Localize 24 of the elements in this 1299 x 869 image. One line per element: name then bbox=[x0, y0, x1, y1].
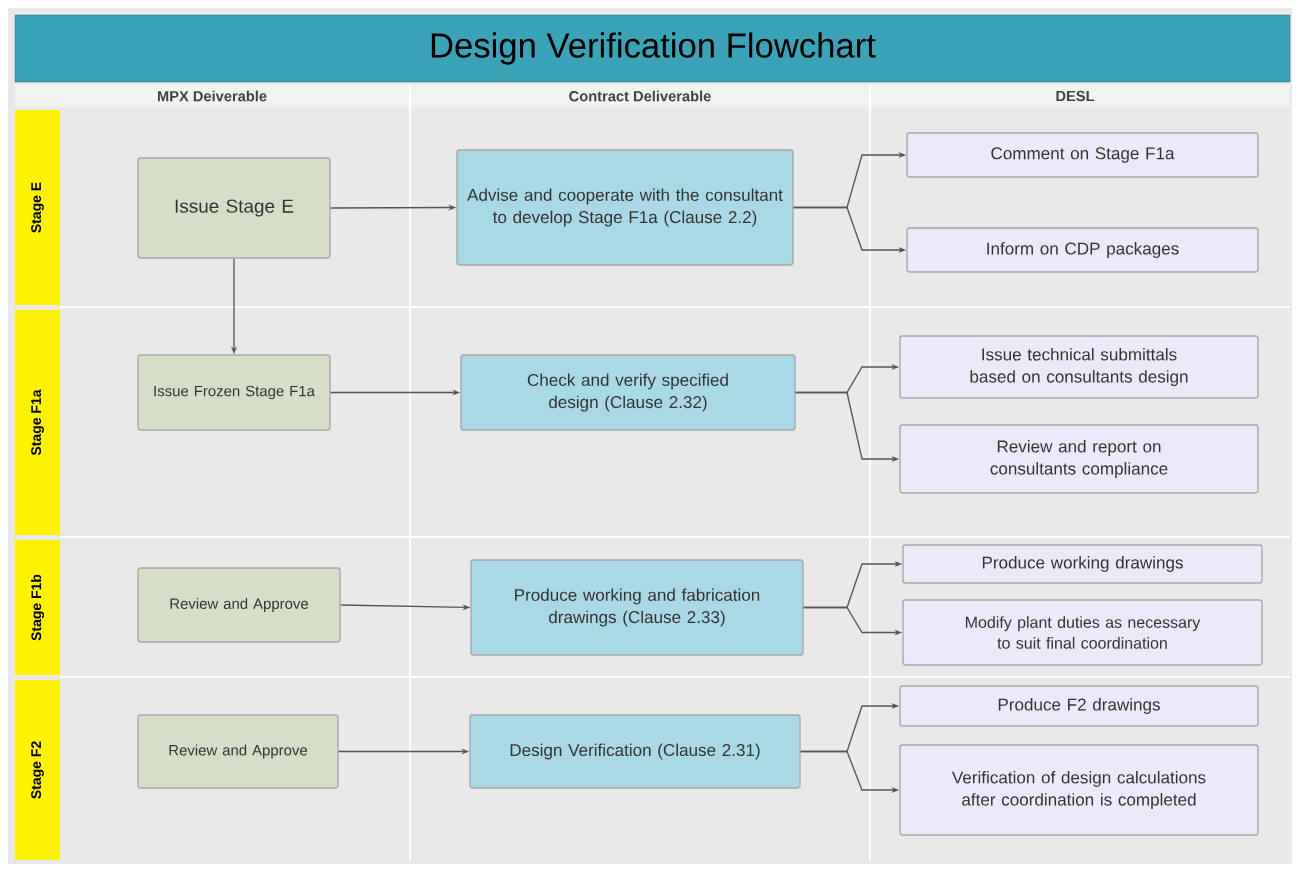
column-header: MPX Deiverable bbox=[157, 90, 267, 102]
stage-band: Stage F1b bbox=[15, 540, 60, 675]
task-box: Issue technical submittals based on consultants design bbox=[899, 335, 1259, 399]
task-box: Review and report on consultants compliance bbox=[899, 424, 1259, 494]
process-box: Check and verify specified design (Clause 2.32) bbox=[460, 354, 796, 431]
title-bar: Design Verification Flowchart bbox=[14, 14, 1291, 83]
task-box: Modify plant duties as necessary to suit final coordination bbox=[902, 599, 1263, 666]
task-box: Produce working drawings bbox=[902, 544, 1263, 584]
task-box: Verification of design calculations after coordination is completed bbox=[899, 744, 1259, 836]
process-box: Advise and cooperate with the consultant to develop Stage F1a (Clause 2.2) bbox=[456, 149, 794, 266]
stage-band: Stage F1a bbox=[15, 310, 60, 535]
process-box: Review and Approve bbox=[137, 714, 339, 789]
task-box: Produce F2 drawings bbox=[899, 685, 1259, 727]
process-box: Issue Stage E bbox=[137, 157, 331, 259]
stage-band: Stage E bbox=[15, 110, 60, 305]
process-box: Design Verification (Clause 2.31) bbox=[469, 714, 801, 789]
column-header: DESL bbox=[1056, 90, 1095, 102]
process-box: Issue Frozen Stage F1a bbox=[137, 354, 331, 431]
process-box: Produce working and fabrication drawings (Clause 2.33) bbox=[470, 559, 804, 656]
stage-band: Stage F2 bbox=[15, 680, 60, 860]
task-box: Comment on Stage F1a bbox=[906, 132, 1259, 178]
task-box: Inform on CDP packages bbox=[906, 227, 1259, 273]
process-box: Review and Approve bbox=[137, 567, 341, 643]
column-header: Contract Deliverable bbox=[569, 90, 711, 102]
